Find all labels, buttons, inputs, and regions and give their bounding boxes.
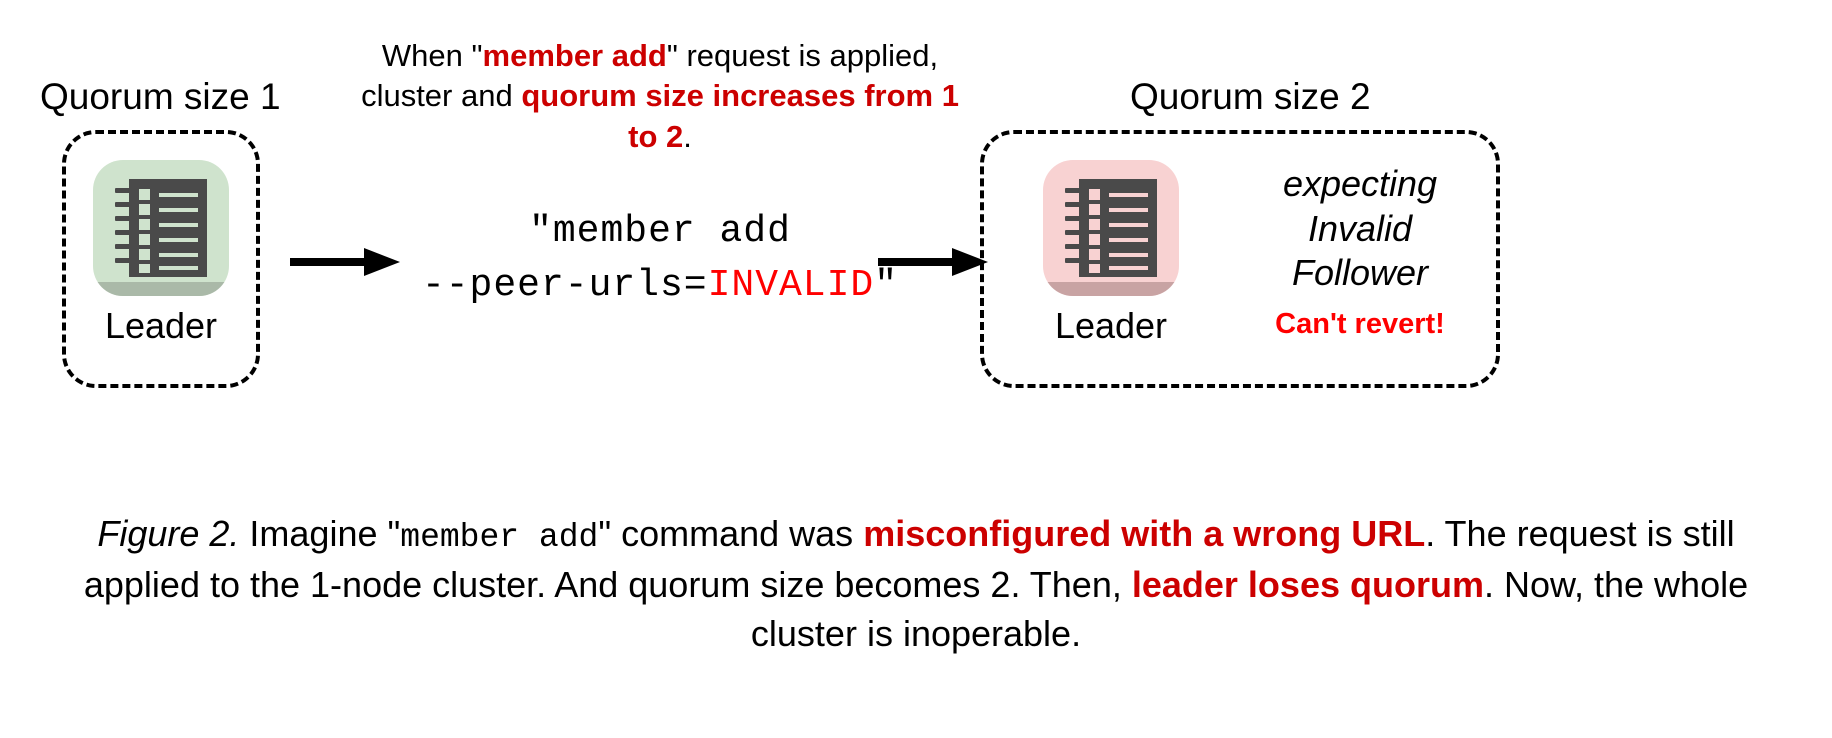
figure-label: Figure 2. bbox=[97, 513, 240, 554]
figure-caption: Figure 2. Imagine "member add" command w… bbox=[40, 510, 1792, 659]
node-role-label-left: Leader bbox=[104, 305, 218, 346]
node-role-label-right: Leader bbox=[1054, 305, 1168, 346]
command-text: "member add --peer-urls=INVALID" bbox=[400, 205, 920, 313]
server-icon bbox=[1065, 179, 1157, 277]
server-tile-left bbox=[93, 160, 229, 296]
server-icon bbox=[115, 179, 207, 277]
tile-shadow bbox=[93, 282, 229, 296]
command-line-2: --peer-urls=INVALID" bbox=[400, 259, 920, 313]
caption-seg-4: . The request is still applied to the 1-… bbox=[83, 513, 1735, 605]
command-suffix: " bbox=[874, 263, 899, 307]
status-line-1: expecting bbox=[1282, 163, 1438, 204]
status-line-3: Follower bbox=[1291, 252, 1429, 294]
cant-revert-warning: Can't revert! bbox=[1275, 307, 1445, 340]
annotation-seg-4-highlight: quorum size increases from 1 to 2 bbox=[521, 78, 959, 154]
caption-highlight-2: leader loses quorum bbox=[1131, 563, 1484, 605]
annotation-seg-1: When " bbox=[381, 38, 483, 73]
annotation-seg-2-highlight: member add bbox=[482, 38, 667, 73]
status-line-2: Invalid bbox=[1307, 207, 1413, 249]
cluster-box-right bbox=[980, 130, 1500, 388]
command-prefix: --peer-urls= bbox=[421, 263, 708, 307]
caption-seg-1: Imagine " bbox=[239, 513, 401, 554]
follower-status-block: expecting Invalid Follower Can't revert! bbox=[1230, 162, 1490, 339]
caption-seg-6: . Now, the whole cluster is inoperable. bbox=[750, 563, 1749, 654]
command-line-1: "member add bbox=[529, 210, 791, 253]
node-right: Leader bbox=[1043, 160, 1179, 344]
annotation-seg-5: . bbox=[683, 118, 692, 154]
caption-highlight-1: misconfigured with a wrong URL bbox=[863, 513, 1426, 554]
server-tile-right bbox=[1043, 160, 1179, 296]
quorum-size-label-left: Quorum size 1 bbox=[40, 76, 281, 117]
caption-seg-2: " command was bbox=[598, 513, 864, 554]
top-annotation: When "member add" request is applied, cl… bbox=[350, 36, 970, 157]
arrow-right-icon-left bbox=[290, 248, 400, 276]
annotation-seg-3: " request is applied, cluster and bbox=[361, 38, 939, 114]
tile-shadow bbox=[1043, 282, 1179, 296]
command-invalid-value: INVALID bbox=[707, 263, 875, 307]
quorum-size-label-right: Quorum size 2 bbox=[1130, 76, 1371, 117]
arrow-right-icon-right bbox=[878, 248, 988, 276]
caption-command-mono: member add bbox=[400, 519, 599, 556]
node-left: Leader bbox=[93, 160, 229, 344]
cluster-box-left bbox=[62, 130, 260, 388]
